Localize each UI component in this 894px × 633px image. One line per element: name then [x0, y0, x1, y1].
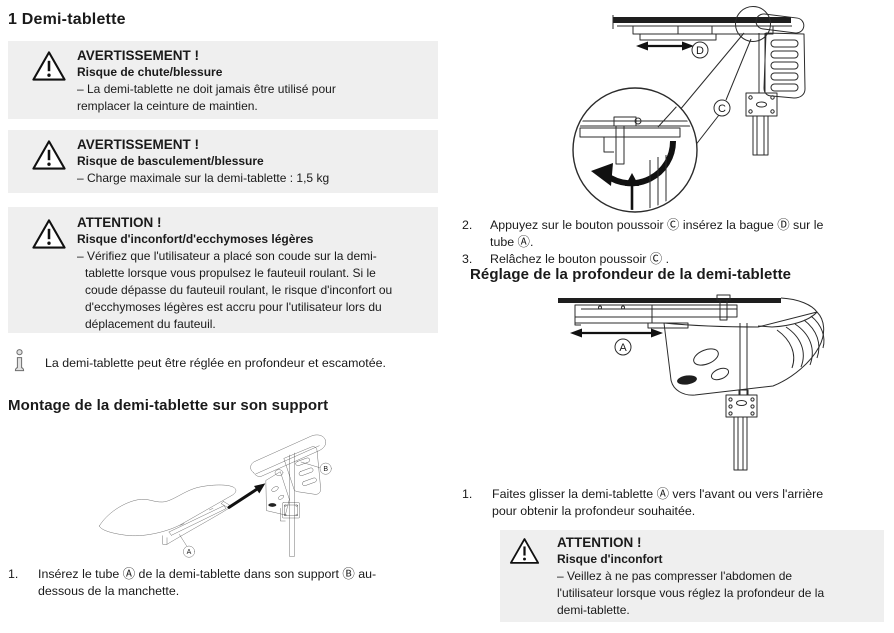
leader-line-d [673, 32, 745, 118]
warning-subtitle: Risque d'inconfort [557, 552, 663, 566]
slide-rail [574, 304, 738, 318]
mount-stud [274, 469, 284, 476]
step-text: Appuyez sur le bouton poussoir Ⓒ insérez… [490, 218, 824, 249]
label-a-circle [614, 338, 632, 356]
tray-rail [168, 505, 227, 536]
warning-triangle-icon [31, 139, 67, 171]
armrest-pad [250, 434, 326, 477]
step-number: 1. [462, 487, 473, 501]
warning-title: ATTENTION ! [557, 535, 642, 550]
warning-box-tipping: AVERTISSEMENT ! Risque de basculement/bl… [8, 130, 438, 193]
note-text: La demi-tablette peut être réglée en pro… [45, 356, 386, 370]
label-b-circle [319, 462, 332, 475]
step-text: Insérez le tube Ⓐ de la demi-tablette da… [38, 567, 377, 598]
warning-subtitle: Risque de chute/blessure [77, 65, 223, 79]
warning-box-discomfort: ATTENTION ! Risque d'inconfort/d'ecchymo… [8, 207, 438, 333]
warning-triangle-icon [509, 537, 540, 565]
step-item: 2. Appuyez sur le bouton poussoir Ⓒ insé… [462, 217, 894, 257]
warning-title: AVERTISSEMENT ! [77, 137, 200, 152]
gusset-plate [265, 471, 290, 516]
label-c-circle [713, 99, 731, 117]
warning-body: – La demi-tablette ne doit jamais être u… [77, 82, 336, 113]
step-number: 1. [8, 567, 19, 581]
label-a-circle [183, 545, 195, 558]
tray-edge [162, 506, 231, 545]
warning-subtitle: Risque de basculement/blessure [77, 154, 264, 168]
brand-sticker [677, 375, 697, 385]
magnifier-circle [572, 87, 698, 213]
tube-collar [221, 501, 232, 509]
step-number: 3. [462, 252, 473, 266]
warning-triangle-icon [31, 218, 67, 250]
figure-label-a: A [187, 549, 192, 556]
clamp [282, 502, 300, 519]
section-heading-montage: Montage de la demi-tablette sur son supp… [8, 397, 329, 414]
tray-edge-bar [558, 298, 781, 303]
step-item: 1. Insérez le tube Ⓐ de la demi-tablette… [8, 566, 438, 606]
step-item: 3. Relâchez le bouton poussoir Ⓒ . [462, 251, 894, 271]
armrest-pad [755, 13, 805, 34]
figure-label-a: A [619, 342, 627, 354]
warning-body: – Veillez à ne pas compresser l'abdomen … [557, 569, 825, 617]
figure-label-b: B [323, 466, 328, 473]
tray-top [99, 484, 237, 536]
info-icon [14, 349, 25, 374]
release-bracket [603, 137, 614, 153]
warning-body: – Charge maximale sur la demi-tablette :… [77, 171, 330, 185]
figure-escamotage: D C [560, 5, 894, 220]
figure-label-c: C [718, 103, 726, 115]
step-text: Relâchez le bouton poussoir Ⓒ . [490, 252, 670, 266]
armrest-side-panel [763, 32, 806, 99]
tray-edge-bar [613, 17, 791, 23]
warning-title: ATTENTION ! [77, 215, 162, 230]
warning-box-fall: AVERTISSEMENT ! Risque de chute/blessure… [8, 41, 438, 119]
warning-title: AVERTISSEMENT ! [77, 48, 200, 63]
label-d-circle [691, 41, 709, 59]
figure-reglage: A [545, 290, 894, 475]
figure-montage: A B [80, 415, 400, 575]
warning-triangle-icon [31, 50, 67, 82]
warning-box-abdomen: ATTENTION ! Risque d'inconfort – Veillez… [500, 530, 884, 622]
insert-arrow [227, 487, 260, 509]
support-post [289, 452, 295, 557]
support-post [758, 33, 766, 93]
step-text: Faites glisser la demi-tablette Ⓐ vers l… [492, 487, 824, 518]
warning-body: – Vérifiez que l'utilisateur a placé son… [77, 249, 393, 331]
warning-subtitle: Risque d'inconfort/d'ecchymoses légères [77, 232, 314, 246]
support-post [739, 323, 748, 395]
slide-rail [632, 25, 774, 35]
section-heading-reglage: Réglage de la profondeur de la demi-tabl… [470, 266, 792, 283]
figure-label-d: D [696, 45, 704, 57]
step-item: 1. Faites glisser la demi-tablette Ⓐ ver… [462, 486, 894, 526]
step-number: 2. [462, 218, 473, 232]
page-title: 1 Demi-tablette [8, 11, 126, 28]
brand-sticker [268, 503, 277, 507]
detail-source-circle [735, 6, 771, 42]
